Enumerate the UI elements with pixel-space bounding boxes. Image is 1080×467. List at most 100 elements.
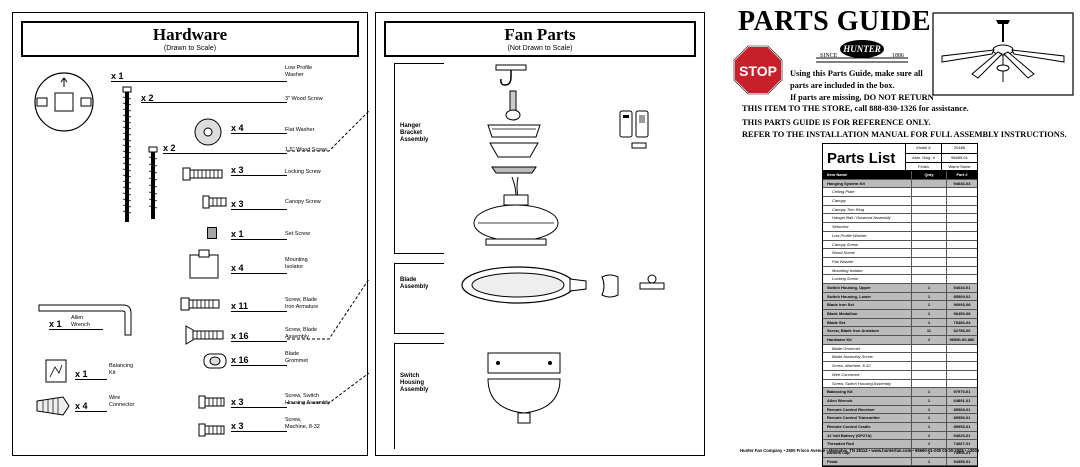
cell-item-name: 12 Volt Battery (GP27A): [827, 432, 872, 438]
meta-label: Asm. Dwg. #: [912, 154, 935, 160]
cell-part-number: 85953-01: [946, 422, 977, 431]
cell-item-name: Low Profile Washer: [832, 232, 867, 238]
qty-mounting-isolator: x 4: [231, 263, 244, 273]
cell-part-number: 75466-04: [946, 318, 977, 327]
table-row: Hanger Ball / Downrod Assembly: [823, 214, 977, 224]
cell-qty: 1: [911, 318, 946, 327]
table-row: Locking Screw: [823, 275, 977, 284]
cell-item-name: Allen Wrench: [827, 397, 853, 403]
low-profile-washer-icon: [34, 72, 94, 132]
cell-part-number: [946, 379, 977, 388]
hunter-logo: HUNTER SINCE 1886: [816, 40, 908, 63]
cell-item-name: Flat Washer: [832, 258, 854, 264]
cell-item-name: Hardware Kit: [827, 337, 852, 343]
label-wood-screw-1-5in: 1.5" Wood Screw: [285, 147, 328, 153]
qty-screw-blade-assembly: x 16: [231, 331, 249, 341]
meta-value: Warm Stone: [941, 163, 977, 172]
cell-qty: [911, 266, 946, 275]
cell-item-name: Screw, Machine, 8-32: [832, 363, 871, 369]
qty-wood-screw-1-5in: x 2: [163, 143, 176, 153]
cell-qty: [911, 275, 946, 283]
table-row: Screw, Switch Housing Assembly: [823, 379, 977, 389]
column-header-part: Part #: [946, 171, 977, 179]
leader-line: [49, 329, 103, 330]
screw-switch-housing-icon: [198, 395, 225, 409]
dashed-connector-lines: [287, 110, 370, 404]
label-low-profile-washer: Low Profile Washer: [285, 65, 313, 78]
cell-qty: 1: [911, 283, 946, 292]
footer-text: Hunter Fan Company • 2500 Frisco Avenue …: [740, 448, 980, 453]
ceiling-plate-icon: [487, 124, 541, 138]
leader-line: [141, 102, 287, 103]
cell-item-name: Threaded Rod: [827, 441, 854, 447]
table-row: Canopy Screw: [823, 240, 977, 250]
leader-line: [231, 175, 287, 176]
column-header-item: Item Name: [827, 172, 848, 177]
cell-qty: 1: [911, 440, 946, 448]
label-machine-screw: Screw, Machine, 8-32: [285, 417, 320, 430]
cell-part-number: 74667-01: [946, 440, 977, 448]
cell-qty: [911, 223, 946, 231]
cell-item-name: Screw, Blade Iron Armature: [827, 328, 880, 334]
cell-part-number: 94634-01: [946, 283, 977, 292]
qty-wire-connector: x 4: [75, 401, 88, 411]
cell-part-number: [946, 188, 977, 197]
wood-screw-short-icon: [148, 146, 158, 219]
cell-qty: [911, 257, 946, 266]
downrod-icon: [505, 90, 521, 121]
table-row: Wood Screw: [823, 249, 977, 258]
cell-qty: [911, 240, 946, 249]
cell-item-name: Hanger Ball / Downrod Assembly: [832, 215, 891, 221]
cell-part-number: 62756-06: [946, 327, 977, 336]
hardware-subtitle: (Drawn to Scale): [163, 45, 217, 52]
table-row: Blade Assembly Screw: [823, 353, 977, 363]
cell-item-name: Ceiling Plate: [832, 189, 855, 195]
leader-line: [231, 311, 287, 312]
blade-iron-icon: [601, 274, 665, 298]
table-row: Hanging System Kit 94646-03: [823, 179, 977, 189]
cell-item-name: Switch Housing, Lower: [827, 293, 872, 299]
leader-line: [231, 431, 287, 432]
table-row: Screw, Machine, 8-32: [823, 362, 977, 371]
cell-part-number: 94646-03: [946, 179, 977, 188]
qty-low-profile-washer: x 1: [111, 71, 124, 81]
bracket-line: [394, 333, 444, 334]
group-switch-housing: Switch Housing Assembly: [400, 373, 429, 393]
group-hanger-bracket: Hanger Bracket Assembly: [400, 123, 429, 143]
cell-qty: 1: [911, 422, 946, 431]
balancing-kit-icon: [45, 359, 67, 383]
cell-qty: 1: [911, 292, 946, 301]
cell-qty: 1: [911, 449, 946, 457]
leader-line: [75, 411, 107, 412]
cell-item-name: Balancing Kit: [827, 389, 853, 395]
cell-part-number: 64891-01: [946, 396, 977, 405]
leader-line: [75, 379, 107, 380]
hardware-title-box: Hardware (Drawn to Scale): [21, 21, 359, 57]
bracket-line: [394, 63, 444, 64]
qty-locking-screw: x 3: [231, 165, 244, 175]
label-locking-screw: Locking Screw: [285, 169, 321, 175]
leader-line: [231, 273, 287, 274]
cell-qty: [911, 344, 946, 353]
screw-blade-iron-armature-icon: [180, 297, 220, 311]
group-blade-assembly: Blade Assembly: [400, 277, 429, 290]
cell-item-name: Hanging System Kit: [827, 180, 865, 186]
table-row: Flat Washer: [823, 257, 977, 267]
instruction-line-5: THIS PARTS GUIDE IS FOR REFERENCE ONLY.: [742, 118, 931, 127]
leader-line: [111, 81, 287, 82]
cell-qty: [911, 231, 946, 240]
screw-blade-assembly-icon: [185, 325, 224, 345]
cell-part-number: 85968-01: [946, 405, 977, 414]
cell-part-number: 85909-02: [946, 292, 977, 301]
label-screw-blade-assembly: Screw, Blade Assembly: [285, 327, 318, 340]
cell-qty: [911, 362, 946, 370]
blade-grommet-icon: [203, 353, 227, 369]
